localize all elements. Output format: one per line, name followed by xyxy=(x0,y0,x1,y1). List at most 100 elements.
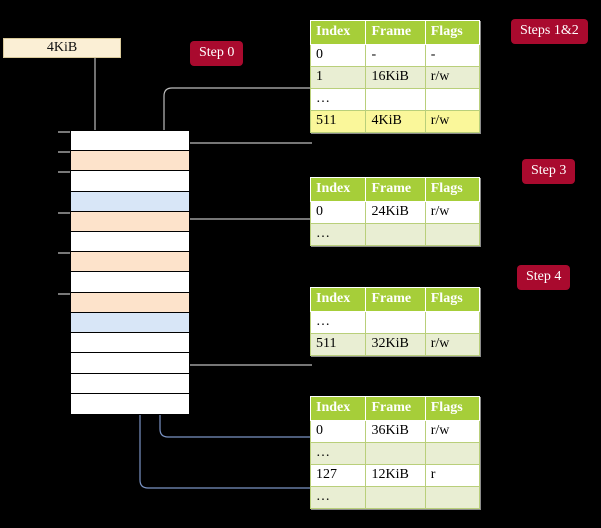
cell-frame xyxy=(365,442,426,465)
memory-frame-row xyxy=(71,292,189,313)
table-row: … xyxy=(309,486,481,509)
cell-frame: 24KiB xyxy=(365,201,426,224)
wire-step3 xyxy=(179,218,312,297)
memory-frame-row xyxy=(71,353,189,374)
cell-index: 1 xyxy=(309,66,367,89)
badge-step-4: Step 4 xyxy=(517,265,571,290)
table-header-row: Index Frame Flags xyxy=(309,20,481,45)
col-header-frame: Frame xyxy=(365,177,426,202)
cell-flags: r/w xyxy=(424,201,481,224)
memory-frame-row xyxy=(71,252,189,273)
grid-tick-mark xyxy=(58,211,70,214)
cell-index: … xyxy=(309,442,367,465)
memory-frame-row xyxy=(71,333,189,354)
cell-index: … xyxy=(309,88,367,111)
col-header-index: Index xyxy=(309,177,367,202)
physical-memory-grid xyxy=(58,130,190,415)
memory-frame-row xyxy=(71,211,189,233)
grid-tick-mark xyxy=(58,151,70,154)
badge-step-3-label: Step 3 xyxy=(531,163,567,178)
table-row: … xyxy=(309,442,481,465)
cell-frame: 36KiB xyxy=(365,420,426,443)
table-row: … xyxy=(309,88,481,111)
cell-frame xyxy=(365,88,426,111)
source-box-4kib: 4KiB xyxy=(3,38,121,58)
cell-flags xyxy=(424,311,481,334)
wire-steps12-b xyxy=(179,142,312,254)
cell-flags xyxy=(424,223,481,246)
source-box-label: 4KiB xyxy=(46,40,78,55)
badge-step-4-label: Step 4 xyxy=(526,269,562,284)
cell-flags: r/w xyxy=(424,333,481,356)
memory-frame-row xyxy=(71,171,189,192)
cell-frame: 16KiB xyxy=(365,66,426,89)
table-header-row: Index Frame Flags xyxy=(309,177,481,202)
memory-frame-row xyxy=(71,393,189,414)
col-header-frame: Frame xyxy=(365,287,426,312)
cell-flags: - xyxy=(424,44,481,67)
col-header-frame: Frame xyxy=(365,396,426,421)
col-header-index: Index xyxy=(309,20,367,45)
cell-index: 0 xyxy=(309,420,367,443)
memory-frame-row xyxy=(71,131,189,152)
cell-frame: 12KiB xyxy=(365,464,426,487)
cell-flags xyxy=(424,442,481,465)
badge-step-0-label: Step 0 xyxy=(199,45,235,60)
memory-frame-row xyxy=(71,232,189,253)
cell-frame: 4KiB xyxy=(365,110,426,133)
col-header-flags: Flags xyxy=(424,177,481,202)
col-header-flags: Flags xyxy=(424,20,481,45)
grid-tick-mark xyxy=(58,252,70,255)
badge-steps-1-2: Steps 1&2 xyxy=(511,19,588,44)
cell-frame: 32KiB xyxy=(365,333,426,356)
memory-frame-row xyxy=(71,373,189,394)
memory-frame-row xyxy=(71,191,189,212)
memory-frame-row xyxy=(71,272,189,293)
wire-step4 xyxy=(173,258,312,366)
cell-index: 511 xyxy=(309,110,367,133)
cell-flags xyxy=(424,486,481,509)
table-header-row: Index Frame Flags xyxy=(309,396,481,421)
cell-index: 511 xyxy=(309,333,367,356)
badge-steps-1-2-label: Steps 1&2 xyxy=(520,23,579,38)
badge-step-0: Step 0 xyxy=(190,41,244,66)
table-row: … xyxy=(309,223,481,246)
cell-frame xyxy=(365,311,426,334)
cell-index: … xyxy=(309,311,367,334)
memory-frame-row xyxy=(71,151,189,172)
grid-tick-mark xyxy=(58,131,70,133)
table-row: … xyxy=(309,311,481,334)
grid-tick-mark xyxy=(58,171,70,174)
cell-index: 0 xyxy=(309,201,367,224)
cell-frame xyxy=(365,486,426,509)
col-header-index: Index xyxy=(309,287,367,312)
col-header-flags: Flags xyxy=(424,396,481,421)
col-header-flags: Flags xyxy=(424,287,481,312)
cell-index: … xyxy=(309,486,367,509)
cell-flags: r xyxy=(424,464,481,487)
cell-flags: r/w xyxy=(424,110,481,133)
memory-frame-row xyxy=(71,312,189,334)
table-row: 0-- xyxy=(309,44,481,67)
cell-flags xyxy=(424,88,481,111)
cell-index: … xyxy=(309,223,367,246)
table-header-row: Index Frame Flags xyxy=(309,287,481,312)
cell-index: 127 xyxy=(309,464,367,487)
cell-index: 0 xyxy=(309,44,367,67)
col-header-frame: Frame xyxy=(365,20,426,45)
cell-flags: r/w xyxy=(424,66,481,89)
cell-frame xyxy=(365,223,426,246)
cell-flags: r/w xyxy=(424,420,481,443)
grid-tick-mark xyxy=(58,292,70,295)
badge-step-3: Step 3 xyxy=(522,159,576,184)
